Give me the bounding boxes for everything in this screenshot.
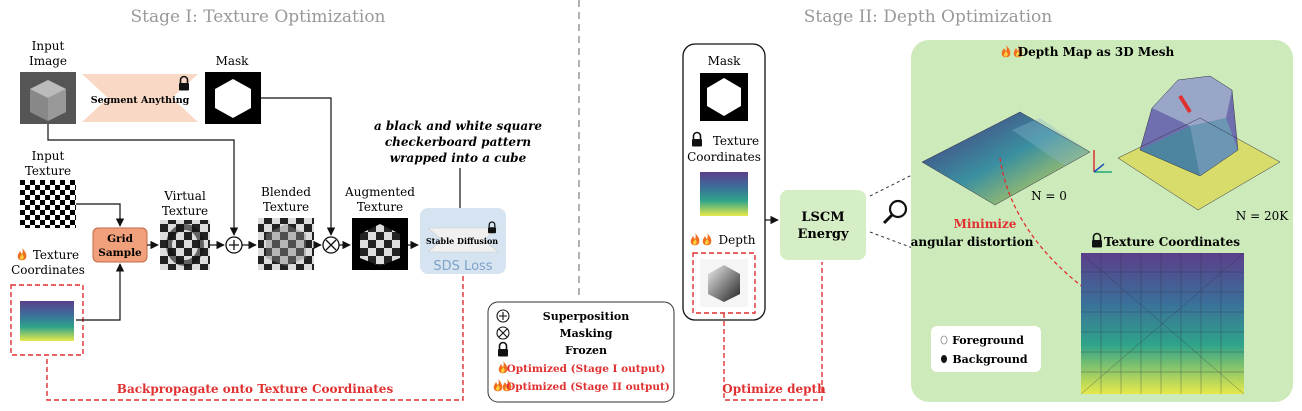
legend-masking: Masking [560,327,613,340]
arrow-texture-to-grid [76,203,125,227]
magnifier-icon [882,199,908,225]
blended-texture-label-1: Blended [261,185,311,199]
n20k-label: N = 20K [1236,209,1289,223]
plus-circle-icon [225,236,243,254]
input-image-label-1: Input [32,39,65,53]
legend-optimized-2: Optimized (Stage II output) [506,381,670,393]
depth-image [700,259,748,307]
stage1-title: Stage I: Texture Optimization [130,7,385,27]
background-label: Background [952,353,1028,366]
texture-coords-label-2: Coordinates [11,263,85,277]
mask-label: Mask [216,54,250,68]
optimize-depth-label: Optimize depth [722,382,826,396]
arrow-mask-to-times [261,97,336,236]
prompt-line-1: a black and white square [374,119,542,133]
backprop-label: Backpropagate onto Texture Coordinates [117,382,394,396]
prompt-line-3: wrapped into a cube [390,151,527,165]
grid-sample-label-2: Sample [98,247,142,259]
texture-coords-label-1: Texture [33,248,79,262]
n0-label: N = 0 [1031,189,1067,203]
legend: Superposition Masking Frozen Optimized (… [487,301,675,403]
input-texture-label-2: Texture [25,164,71,178]
depth-map-title: Depth Map as 3D Mesh [1018,45,1175,59]
plus-circle-icon [496,309,510,323]
stage2-tc-image [700,172,748,216]
augmented-texture-label-1: Augmented [344,185,415,199]
input-texture-label-1: Input [32,149,65,163]
lscm-label-1: LSCM [801,210,844,225]
mesh-flat [921,111,1091,206]
zoom-line-bottom [869,231,919,251]
segment-anything-block: Segment Anything [82,74,198,122]
arrow-image-to-plus [47,124,239,236]
fg-bg-legend: Foreground Background [931,326,1041,372]
angular-distortion-label: angular distortion [911,235,1034,249]
legend-superposition: Superposition [543,310,629,323]
times-circle-icon [322,236,340,254]
lscm-label-2: Energy [797,227,849,242]
backprop-path [46,276,464,401]
stage2-tc-label-1: Texture [713,134,759,148]
times-circle-icon [496,326,510,340]
legend-optimized-1: Optimized (Stage I output) [507,363,666,375]
stage2-mask-label: Mask [708,54,742,68]
blended-texture-label-2: Texture [263,200,309,214]
input-texture-image [20,180,76,228]
legend-frozen: Frozen [565,344,607,357]
fire-icon [17,248,27,261]
virtual-texture-label-1: Virtual [163,189,206,203]
stage2-depth-label: Depth [719,233,756,247]
segment-anything-label: Segment Anything [91,95,190,106]
stage2-tc-label-2: Coordinates [687,150,761,164]
sds-loss-label: SDS Loss [433,259,492,274]
stage2-title: Stage II: Depth Optimization [804,7,1053,27]
lscm-energy-box [780,190,866,260]
augmented-texture-label-2: Texture [357,200,403,214]
prompt-line-2: checkerboard pattern [385,135,531,149]
zoom-line-top [869,171,919,197]
virtual-texture-label-2: Texture [162,204,208,218]
optimize-depth-path [723,262,823,401]
foreground-label: Foreground [952,334,1024,347]
stage2-mask-image [700,73,748,121]
arrow-coords-to-grid [76,263,125,321]
mask-image [205,72,261,124]
tc-panel-title: Texture Coordinates [1104,235,1240,249]
input-image [20,72,76,124]
stable-diffusion-label: Stable Diffusion [426,236,498,246]
axis-gizmo [1093,150,1112,173]
augmented-texture-image [352,218,408,270]
tc-mesh-image [1080,252,1245,395]
texture-coords-image [20,301,74,341]
virtual-texture-image [160,220,210,270]
input-image-label-2: Image [29,54,67,68]
minimize-label: Minimize [954,217,1017,231]
mesh-deformed [1117,75,1281,211]
blended-texture-image [258,218,314,270]
grid-sample-label-1: Grid [107,233,133,245]
